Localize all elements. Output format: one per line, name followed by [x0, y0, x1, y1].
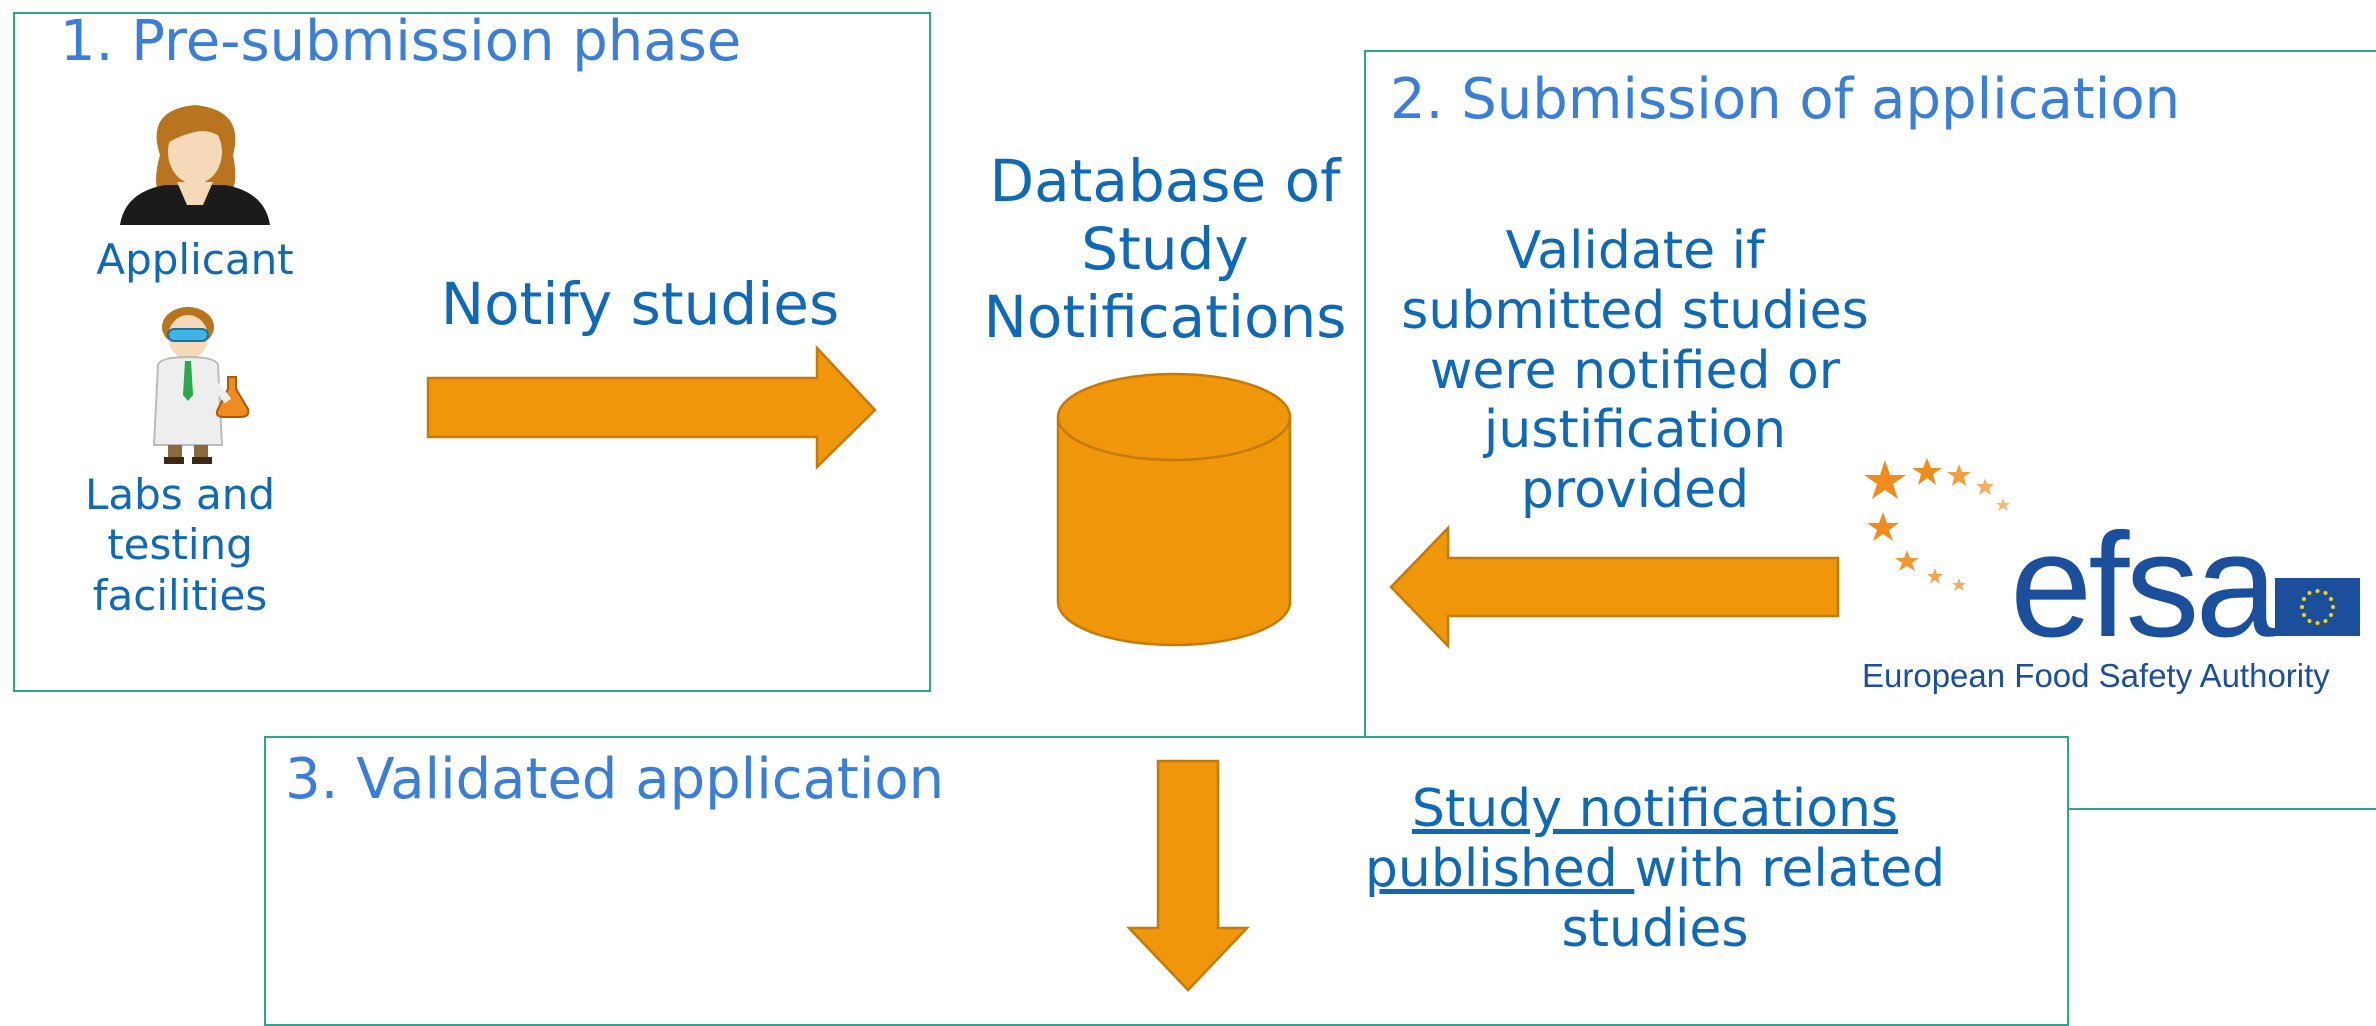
notify-arrow [426, 345, 877, 470]
published-line3: studies [1561, 898, 1749, 959]
applicant-label: Applicant [96, 235, 294, 284]
database-cylinder [1056, 372, 1292, 647]
pre-submission-panel [13, 12, 931, 692]
pre-submission-title: 1. Pre-submission phase [60, 9, 742, 74]
notify-studies-label: Notify studies [440, 270, 840, 338]
validate-arrow [1389, 525, 1840, 650]
applicant-icon [120, 105, 270, 225]
efsa-wordmark: efsa [2010, 503, 2278, 668]
scientist-icon [152, 307, 250, 464]
labs-label: Labs and testing facilities [84, 470, 276, 620]
efsa-stars-logo [1864, 458, 2010, 591]
published-link[interactable]: published [1364, 838, 1635, 899]
submission-title: 2. Submission of application [1390, 67, 2181, 132]
publish-arrow [1126, 759, 1250, 992]
database-label: Database of Study Notifications [983, 147, 1347, 351]
study-notifications-link[interactable]: Study notifications [1411, 779, 1899, 839]
validate-text: Validate if submitted studies were notif… [1401, 221, 1869, 521]
eu-flag-icon [2275, 578, 2360, 636]
validated-title: 3. Validated application [285, 747, 945, 812]
efsa-subtitle: European Food Safety Authority [1862, 657, 2330, 694]
published-rest: with related [1634, 838, 1946, 899]
published-text: Study notifications published with relat… [1330, 779, 1980, 959]
